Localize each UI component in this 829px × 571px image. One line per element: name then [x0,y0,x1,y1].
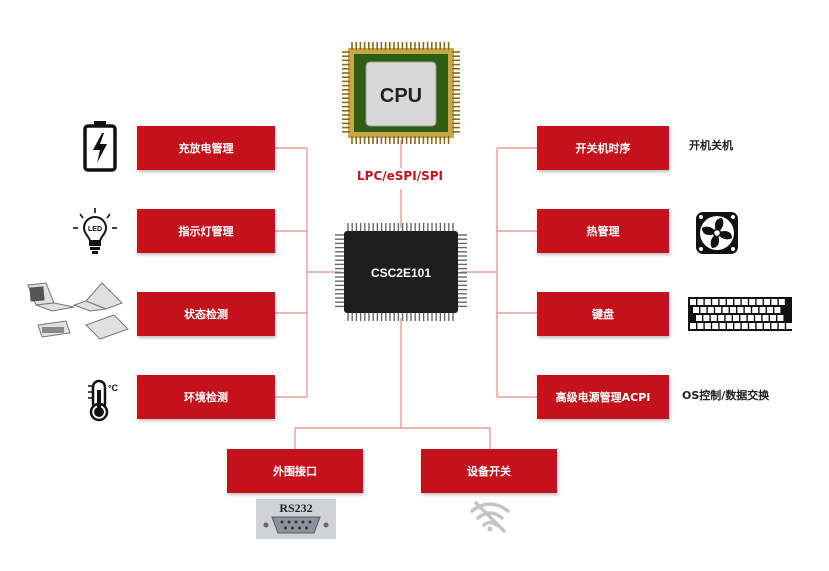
wifi-off-icon [470,501,510,533]
status-detection-box: 状态检测 [137,292,275,336]
acpi-box: 高级电源管理ACPI [537,375,669,419]
chip-label: CSC2E101 [371,266,431,280]
environment-detection-box: 环境检测 [137,375,275,419]
led-bulb-icon: LED [73,208,117,254]
rs232-text: RS232 [279,501,312,515]
cpu-icon: CPU [342,42,460,144]
bus-label: LPC/eSPI/SPI [357,169,443,183]
keyboard-icon [688,297,792,331]
indicator-light-box: 指示灯管理 [137,209,275,253]
peripheral-interface-box: 外围接口 [227,449,363,493]
fan-icon [696,212,738,254]
thermal-management-box: 热管理 [537,209,669,253]
acpi-note: OS控制/数据交换 [682,389,770,402]
rs232-port-icon: RS232 [256,499,336,539]
keyboard-box: 键盘 [537,292,669,336]
controller-chip: CSC2E101 [335,223,467,321]
thermometer-icon: °C [88,379,119,422]
battery-charging-icon [83,121,117,172]
led-text: LED [88,226,102,233]
power-on-off-note: 开机关机 [689,139,733,152]
cpu-label: CPU [380,85,422,107]
charge-management-box: 充放电管理 [137,126,275,170]
device-switch-box: 设备开关 [421,449,557,493]
laptop-modes-icon [27,282,129,340]
power-sequence-box: 开关机时序 [537,126,669,170]
celsius-text: °C [108,383,119,393]
